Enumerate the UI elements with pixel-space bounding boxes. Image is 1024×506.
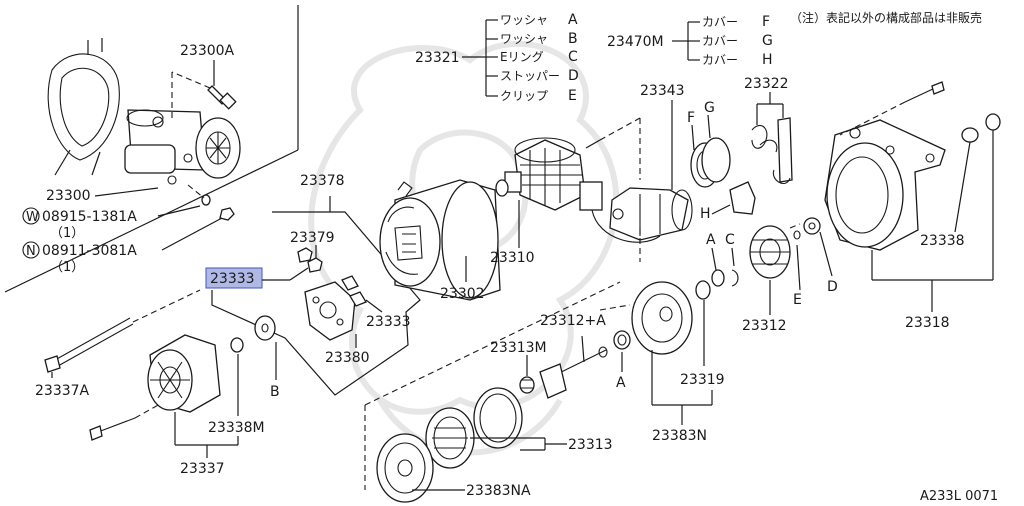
legend-23321-name-4: クリップ (500, 89, 548, 103)
label-23302: 23302 (440, 286, 485, 302)
n-qty: （1） (50, 260, 84, 275)
legend-23470M-letter-1: G (762, 33, 773, 49)
label-23318: 23318 (905, 315, 950, 331)
label-23338M: 23338M (208, 420, 265, 436)
label-G: G (704, 100, 715, 116)
label-23380: 23380 (325, 350, 370, 366)
label-23300A: 23300A (180, 43, 235, 59)
legend-23321-letter-1: B (568, 31, 578, 47)
label-D: D (827, 279, 838, 295)
label-23313M: 23313M (490, 340, 547, 356)
label-23310: 23310 (490, 250, 535, 266)
w-qty: （1） (50, 226, 84, 241)
covers-fgh: F G H (687, 100, 756, 222)
label-23379: 23379 (290, 230, 335, 246)
legend-23470M-letter-0: F (762, 14, 770, 30)
clips-23322: 23322 (744, 76, 793, 184)
legend-23321-name-1: ワッシャ (500, 32, 548, 46)
label-C: C (725, 232, 735, 248)
label-H: H (700, 206, 711, 222)
inset-panel: 23300A 23300 W 08915-1381A （1） N 08911-3… (4, 5, 299, 293)
label-08915-1381A: 08915-1381A (42, 209, 137, 225)
note-not-sold: （注）表記以外の構成部品は非販売 (790, 10, 982, 25)
label-23319: 23319 (680, 372, 725, 388)
gear-shaft-parts: 23312+A 23313M A (490, 313, 631, 399)
label-23333: 23333 (366, 314, 411, 330)
label-23470M: 23470M (607, 34, 664, 50)
legend-23321: 23321 ワッシャ ワッシャ Eリング ストッパー クリップ A B C D … (415, 12, 579, 104)
label-A-lower: A (616, 375, 626, 391)
legend-23321-letter-4: E (568, 88, 577, 104)
solenoid-switch: 23343 (579, 83, 693, 262)
legend-23470M-name-0: カバー (702, 15, 738, 29)
label-23338: 23338 (920, 233, 965, 249)
label-23312: 23312 (742, 318, 787, 334)
rear-housing: 23338 23318 (824, 81, 1001, 331)
legend-23321-letter-2: C (568, 49, 578, 65)
center-housing: 23319 23383N (599, 280, 725, 444)
legend-23470M: 23470M カバー カバー カバー F G H (607, 14, 773, 68)
legend-23470M-name-2: カバー (702, 53, 738, 67)
label-23312+A: 23312+A (540, 313, 606, 329)
legend-23321-letter-3: D (568, 68, 579, 84)
label-23383N: 23383N (652, 428, 707, 444)
label-23313: 23313 (568, 437, 613, 453)
n-mark: N (26, 244, 36, 259)
label-23322: 23322 (744, 76, 789, 92)
highlight-23333 (205, 267, 263, 289)
legend-23321-name-0: ワッシャ (500, 13, 548, 27)
legend-23470M-name-1: カバー (702, 34, 738, 48)
legend-23321-name-3: ストッパー (500, 69, 560, 83)
end-cover: 23337A 23338M B 23337 (35, 289, 280, 477)
label-23343: 23343 (640, 83, 685, 99)
legend-23470M-letter-2: H (762, 52, 773, 68)
label-23378: 23378 (300, 173, 345, 189)
figure-code: A233L 0071 (920, 489, 998, 504)
label-23383NA: 23383NA (466, 483, 531, 499)
front-housing-gears: 23313 23383NA (364, 281, 621, 503)
label-23300: 23300 (46, 188, 91, 204)
brush-holder-group: 23378 23379 23333 23333 23380 (205, 173, 421, 396)
label-F: F (687, 110, 695, 126)
label-23321: 23321 (415, 50, 460, 66)
label-A-upper: A (706, 232, 716, 248)
pinion-gear: 23312 A C E D (706, 217, 838, 334)
label-B: B (270, 384, 280, 400)
legend-23321-letter-0: A (568, 12, 578, 28)
w-circle-mark (22, 207, 40, 225)
label-08911-3081A: 08911-3081A (42, 243, 137, 259)
n-circle-mark (22, 241, 40, 259)
yoke-field-coil: 23302 (379, 179, 501, 302)
w-mark: W (26, 210, 39, 225)
label-23333-highlighted[interactable]: 23333 (210, 271, 255, 287)
label-E: E (793, 292, 802, 308)
label-23337: 23337 (180, 461, 225, 477)
legend-23321-name-2: Eリング (500, 50, 544, 64)
label-23337A: 23337A (35, 383, 90, 399)
